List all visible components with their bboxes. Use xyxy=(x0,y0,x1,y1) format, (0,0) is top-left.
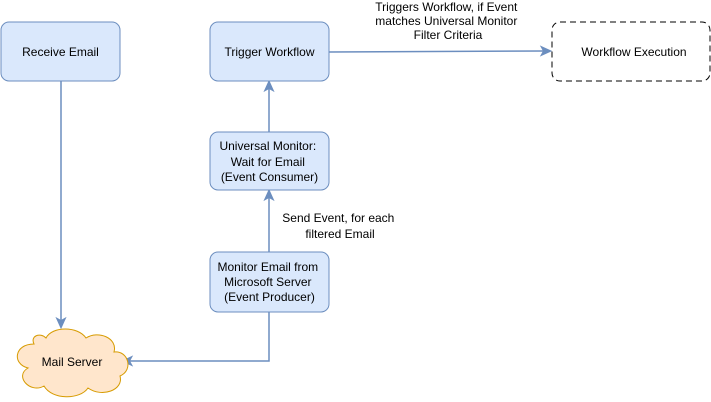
node-trigger-workflow-label: Trigger Workflow xyxy=(224,45,314,59)
edge-label-triggers: Triggers Workflow, if Event matches Univ… xyxy=(375,0,520,42)
node-trigger-workflow-line-1: Trigger Workflow xyxy=(224,45,314,59)
cloud-shape xyxy=(17,328,129,398)
node-monitor-email-line-2: Microsoft Server xyxy=(224,275,311,289)
node-universal-monitor-line-2: Wait for Email xyxy=(231,155,305,169)
node-universal-monitor-line-3: (Event Consumer) xyxy=(221,170,318,184)
node-mail-server-label: Mail Server xyxy=(42,355,103,369)
node-monitor-email-label: Monitor Email from Microsoft Server (Eve… xyxy=(217,260,321,304)
node-universal-monitor-label: Universal Monitor: Wait for Email (Event… xyxy=(219,139,319,184)
node-mail-server-line-1: Mail Server xyxy=(42,355,103,369)
node-universal-monitor-line-1: Universal Monitor: xyxy=(219,139,316,153)
edge-trigger-to-execution xyxy=(328,45,553,57)
edge-label-triggers-line-2: matches Universal Monitor xyxy=(375,14,517,28)
node-mail-server: Mail Server xyxy=(17,328,129,398)
edge-label-triggers-line-1: Triggers Workflow, if Event xyxy=(375,0,518,14)
node-workflow-execution-label: Workflow Execution xyxy=(581,45,686,59)
node-workflow-execution: Workflow Execution xyxy=(551,21,711,82)
node-universal-monitor: Universal Monitor: Wait for Email (Event… xyxy=(209,131,330,191)
node-receive-email: Receive Email xyxy=(0,21,121,82)
node-receive-email-line-1: Receive Email xyxy=(22,45,99,59)
node-receive-email-label: Receive Email xyxy=(22,45,99,59)
node-workflow-execution-line-1: Workflow Execution xyxy=(581,45,686,59)
edge-consumer-to-trigger xyxy=(263,79,275,132)
node-monitor-email-line-1: Monitor Email from xyxy=(217,260,318,274)
edge-label-send-event: Send Event, for each filtered Email xyxy=(282,211,397,241)
edge-label-triggers-line-3: Filter Criteria xyxy=(414,28,483,42)
edge-label-send-event-line-2: filtered Email xyxy=(305,227,374,241)
edge-producer-to-consumer xyxy=(263,188,275,252)
node-monitor-email-line-3: (Event Producer) xyxy=(224,290,315,304)
node-monitor-email: Monitor Email from Microsoft Server (Eve… xyxy=(209,251,330,313)
edge-label-send-event-line-1: Send Event, for each xyxy=(282,211,394,225)
edge-receive-to-mailserver xyxy=(55,81,67,330)
edge-monitor-to-mailserver xyxy=(120,312,270,367)
node-trigger-workflow: Trigger Workflow xyxy=(209,21,330,82)
